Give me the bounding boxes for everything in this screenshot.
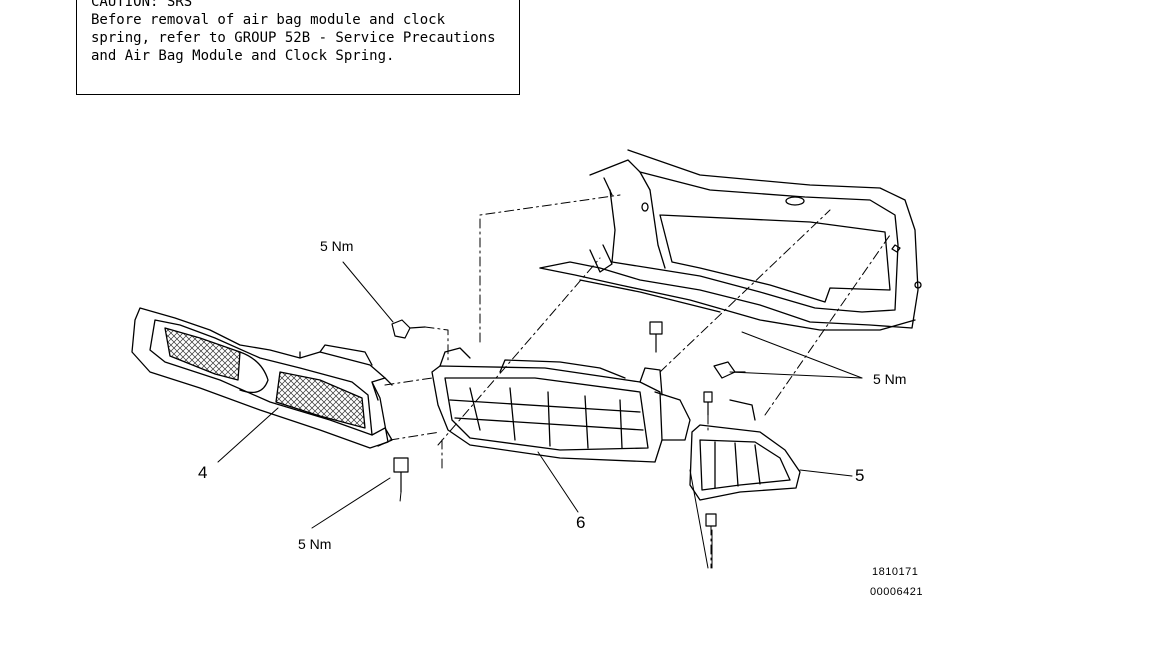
leader-lines: [217, 261, 863, 569]
bolt-marker-top: [703, 391, 713, 416]
part-number-grille: 4: [198, 463, 208, 482]
clip-headlamp-side: [713, 361, 746, 379]
bolt-grille-upper: [391, 319, 426, 339]
torque-label-headlamp: 5 Nm: [873, 371, 907, 387]
bolt-grille-lower: [393, 457, 409, 493]
caution-title: CAUTION: SRS: [91, 0, 193, 10]
caution-box: CAUTION: SRS Before removal of air bag m…: [76, 0, 520, 95]
torque-label-grille-lower: 5 Nm: [298, 536, 332, 552]
assembly-guide-lines: [384, 194, 891, 569]
headlamp-assembly: [431, 347, 691, 463]
figure-code: 1810171: [872, 566, 919, 578]
bolt-headlamp-top: [649, 321, 663, 353]
part-number-side-marker: 5: [855, 466, 865, 485]
side-marker-lamp: [689, 399, 801, 501]
radiator-support-panel: [539, 149, 922, 331]
grille-assembly: [131, 307, 393, 449]
bolt-marker-bottom: [705, 513, 717, 527]
torque-label-grille-upper: 5 Nm: [320, 238, 354, 254]
caution-text: Before removal of air bag module and clo…: [91, 12, 505, 64]
document-code: 00006421: [870, 586, 923, 598]
part-number-headlamp: 6: [576, 513, 586, 532]
